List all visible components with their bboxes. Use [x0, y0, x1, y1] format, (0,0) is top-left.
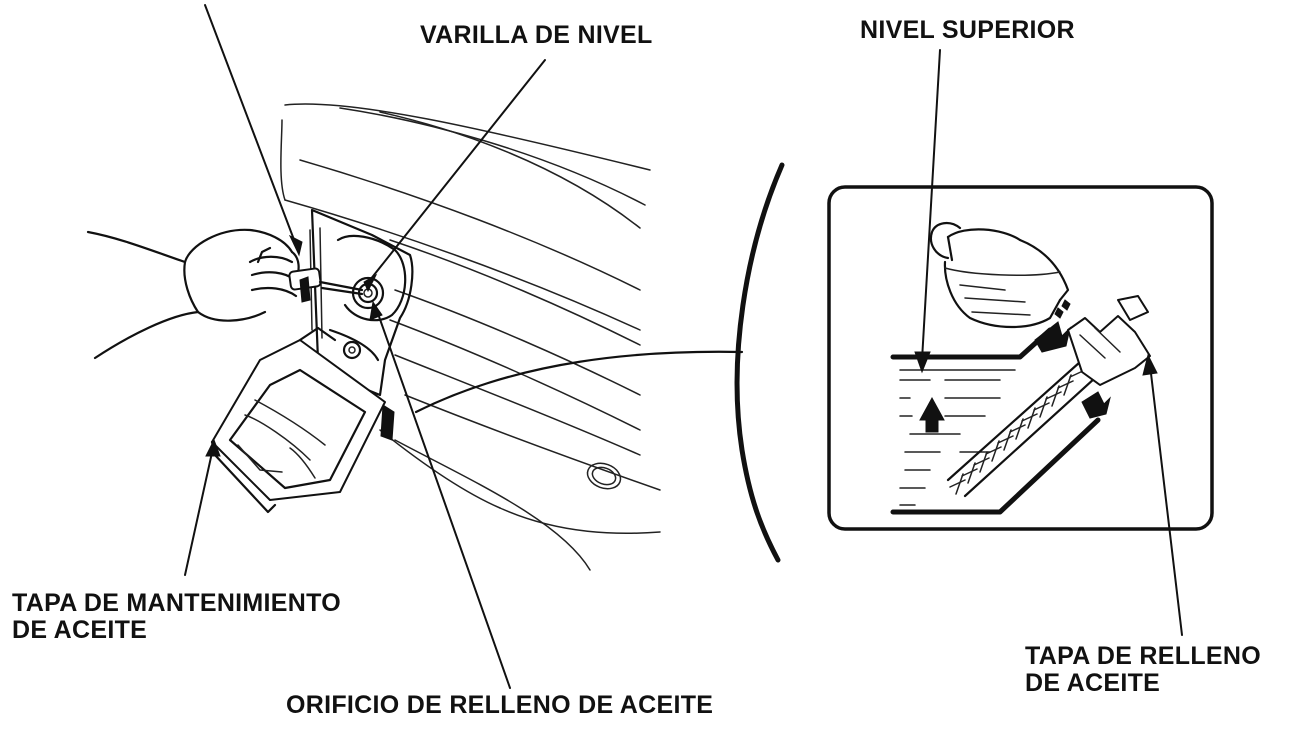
- leader-orificio: [375, 307, 511, 689]
- hand-with-dipstick: [86, 228, 364, 360]
- leader-tapa-relleno: [1149, 364, 1183, 636]
- maintenance-door: [210, 326, 395, 514]
- label-tapa-relleno-line1: TAPA DE RELLENO: [1025, 642, 1261, 670]
- detail-inset: [827, 185, 1214, 531]
- label-tapa-mantenimiento: TAPA DE MANTENIMIENTO DE ACEITE: [12, 590, 341, 644]
- label-tapa-mantenimiento-line1: TAPA DE MANTENIMIENTO: [12, 589, 341, 617]
- label-varilla-text: VARILLA DE NIVEL: [420, 21, 653, 49]
- oil-jug-icon: [929, 222, 1071, 329]
- detail-bracket: [734, 162, 785, 563]
- filler-neck-cross-section: [890, 295, 1151, 515]
- label-nivel-superior: NIVEL SUPERIOR: [860, 17, 1075, 44]
- label-orificio-relleno: ORIFICIO DE RELLENO DE ACEITE: [286, 692, 713, 719]
- label-tapa-relleno-line2: DE ACEITE: [1025, 669, 1161, 697]
- detail-connector: [414, 350, 744, 414]
- leader-tapa-mantenimiento: [184, 447, 214, 576]
- label-varilla-de-nivel: VARILLA DE NIVEL: [420, 22, 653, 49]
- label-tapa-mantenimiento-line2: DE ACEITE: [12, 616, 148, 644]
- label-orificio-text: ORIFICIO DE RELLENO DE ACEITE: [286, 691, 714, 719]
- label-tapa-relleno: TAPA DE RELLENO DE ACEITE: [1025, 643, 1261, 697]
- leader-dipstick-handle: [204, 4, 297, 246]
- leader-varilla: [369, 59, 546, 281]
- leader-lines: [184, 4, 1183, 689]
- engine-housing: [280, 103, 661, 571]
- leader-nivel-superior: [921, 49, 941, 361]
- label-nivel-superior-text: NIVEL SUPERIOR: [860, 16, 1075, 44]
